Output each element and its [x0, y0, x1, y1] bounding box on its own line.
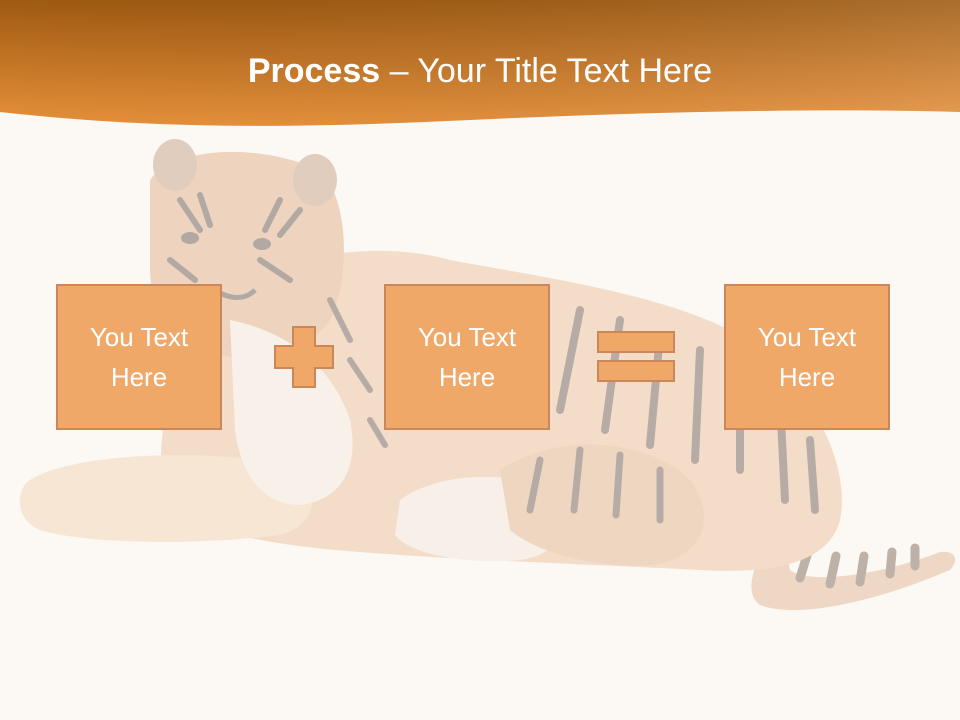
header-band	[0, 0, 960, 126]
title-bold: Process	[247, 52, 381, 90]
equals-icon	[597, 331, 675, 382]
text-box-2[interactable]: You Text Here	[384, 284, 550, 430]
title-text: Your Title Text Here	[417, 52, 713, 90]
text-box-1-label: You Text Here	[89, 322, 189, 392]
text-box-3-label: You Text Here	[757, 322, 857, 392]
plus-icon	[274, 326, 334, 388]
text-box-2-label: You Text Here	[417, 322, 517, 392]
title-dash: –	[380, 52, 418, 90]
text-box-3[interactable]: You Text Here	[724, 284, 890, 430]
text-box-1[interactable]: You Text Here	[56, 284, 222, 430]
slide-title: Process – Your Title Text Here	[0, 52, 960, 91]
